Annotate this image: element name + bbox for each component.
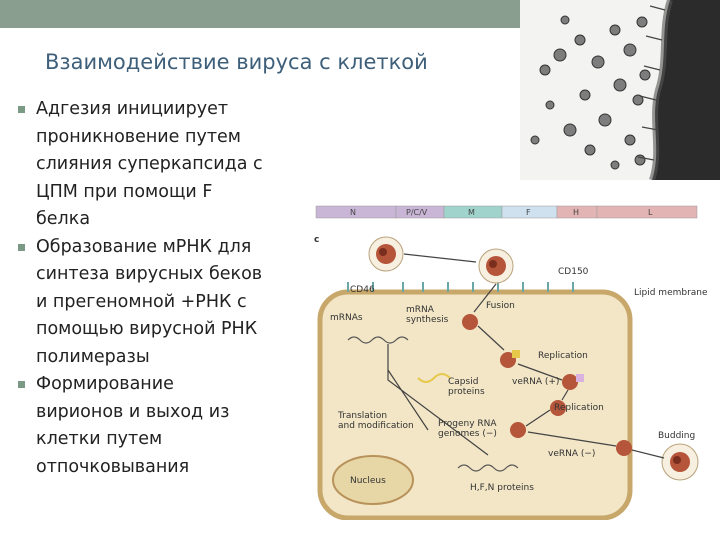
virion bbox=[662, 444, 698, 480]
nucleocapsid bbox=[562, 374, 578, 390]
genome-label-n: N bbox=[350, 208, 356, 217]
genome-label-pcv: P/C/V bbox=[406, 208, 428, 217]
bullet-line: ЦПМ при помощи F bbox=[36, 182, 212, 202]
nucleocapsid bbox=[510, 422, 526, 438]
bullet-item: Образование мРНК для синтеза вирусных бе… bbox=[18, 234, 298, 372]
fusion-label: Fusion bbox=[486, 301, 515, 311]
cd150-label: CD150 bbox=[558, 267, 589, 277]
nucleocapsid bbox=[616, 440, 632, 456]
virus-micrograph-image bbox=[520, 0, 720, 180]
bullet-line: слияния суперкапсида с bbox=[36, 154, 263, 174]
slide-title: Взаимодействие вируса с клеткой bbox=[45, 50, 428, 74]
verna-plus-label: veRNA (+) bbox=[512, 377, 559, 387]
bullet-square-icon bbox=[18, 244, 25, 251]
genome-label-h: H bbox=[573, 208, 579, 217]
bullet-line: Формирование bbox=[36, 374, 174, 394]
lipid-membrane-label: Lipid membrane bbox=[634, 288, 708, 298]
bullet-line: клетки путем bbox=[36, 429, 162, 449]
bullet-line: отпочковывания bbox=[36, 457, 189, 477]
bullet-line: проникновение путем bbox=[36, 127, 241, 147]
capsid-proteins-label: Capsid bbox=[448, 377, 478, 387]
progeny-label: Progeny RNA bbox=[438, 419, 497, 429]
bullet-line: синтеза вирусных беков bbox=[36, 264, 262, 284]
hfn-proteins-label: H,F,N proteins bbox=[470, 483, 534, 493]
polymerase bbox=[576, 374, 584, 382]
mrna-label: mRNAs bbox=[330, 313, 363, 323]
translation-label: Translation bbox=[337, 411, 387, 421]
nucleus-label: Nucleus bbox=[350, 476, 386, 486]
polymerase bbox=[512, 350, 520, 358]
genome-label-m: M bbox=[468, 208, 475, 217]
bullet-square-icon bbox=[18, 381, 25, 388]
verna-minus-label: veRNA (−) bbox=[548, 449, 595, 459]
nucleocapsid bbox=[462, 314, 478, 330]
virion bbox=[479, 249, 513, 283]
mrna-synthesis-label: synthesis bbox=[406, 315, 449, 325]
budding-label: Budding bbox=[658, 431, 695, 441]
bullet-item: Формирование вирионов и выход из клетки … bbox=[18, 371, 298, 481]
bullet-square-icon bbox=[18, 106, 25, 113]
progeny-label: genomes (−) bbox=[438, 429, 497, 439]
bullet-line: помощью вирусной РНК bbox=[36, 319, 257, 339]
replication-label: Replication bbox=[554, 403, 604, 413]
bullet-line: белка bbox=[36, 209, 90, 229]
genome-bar: N P/C/V M F H L bbox=[316, 206, 697, 218]
replication-label: Replication bbox=[538, 351, 588, 361]
bullet-line: Образование мРНК для bbox=[36, 237, 251, 257]
bullet-line: Адгезия инициирует bbox=[36, 99, 228, 119]
bullet-line: и прегеномной +РНК с bbox=[36, 292, 247, 312]
capsid-proteins-label: proteins bbox=[448, 387, 485, 397]
genome-label-f: F bbox=[526, 208, 531, 217]
bullet-line: полимеразы bbox=[36, 347, 150, 367]
genome-label-l: L bbox=[648, 208, 653, 217]
mrna-synthesis-label: mRNA bbox=[406, 305, 435, 315]
virion bbox=[369, 237, 403, 271]
genome-segment bbox=[597, 206, 697, 218]
bullet-list: Адгезия инициирует проникновение путем с… bbox=[18, 96, 298, 481]
bullet-line: вирионов и выход из bbox=[36, 402, 229, 422]
cd46-label: CD46 bbox=[350, 285, 375, 295]
top-accent-bar bbox=[0, 0, 520, 28]
replication-cycle-diagram: N P/C/V M F H L c Nucleus bbox=[308, 200, 712, 520]
bullet-item: Адгезия инициирует проникновение путем с… bbox=[18, 96, 298, 234]
panel-letter: c bbox=[314, 235, 319, 245]
genome-segment bbox=[316, 206, 396, 218]
translation-label: and modification bbox=[338, 421, 414, 431]
